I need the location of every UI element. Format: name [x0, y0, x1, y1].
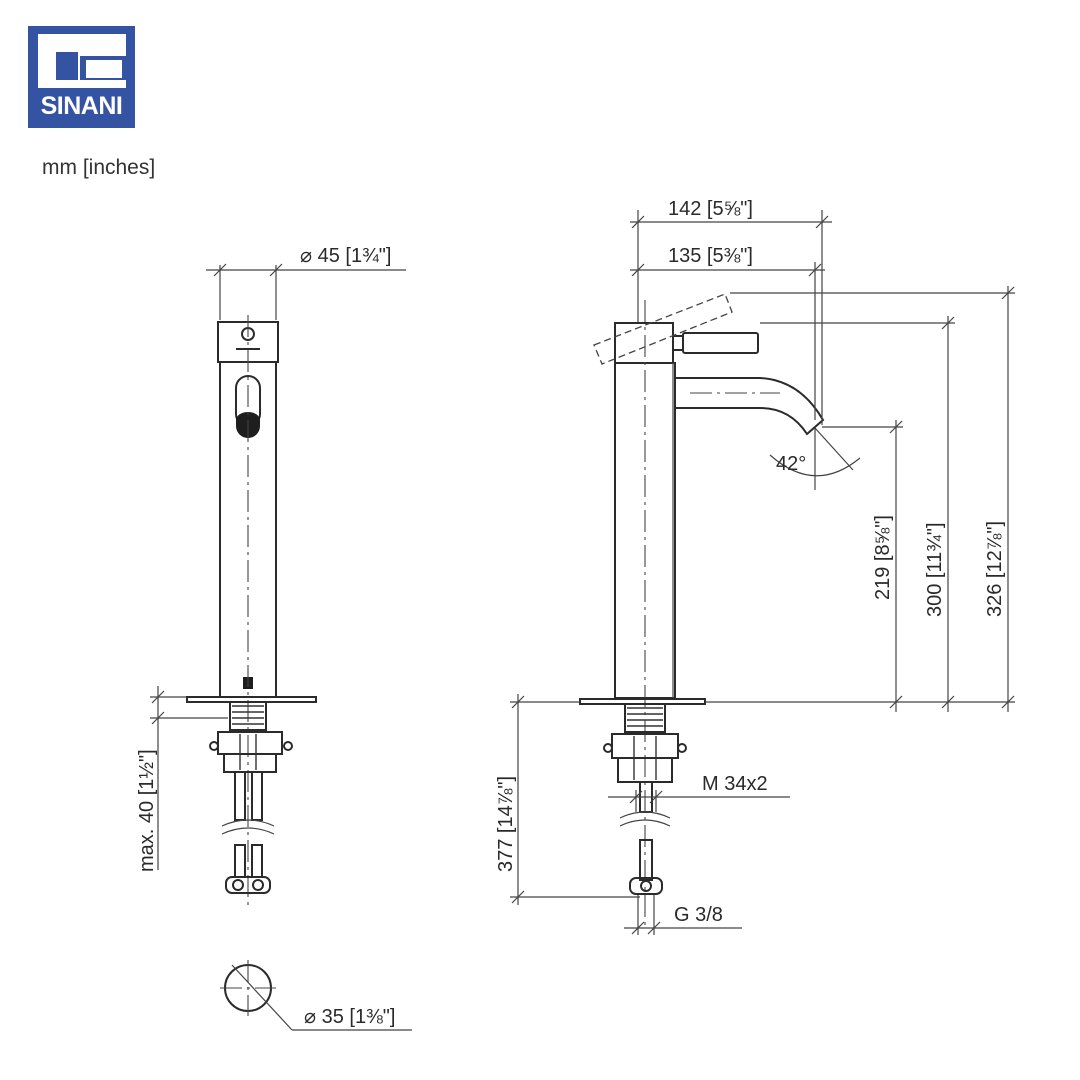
side-lever-raised	[593, 293, 733, 365]
front-hose-right	[251, 771, 263, 821]
dim-base-diameter: ⌀ 35 [1⅜"]	[304, 1006, 395, 1028]
side-lever-handle	[682, 332, 759, 354]
units-note: mm [inches]	[42, 156, 156, 179]
side-connector	[629, 877, 663, 895]
front-hose-left	[234, 771, 246, 821]
brand-logo	[28, 26, 135, 128]
dim-hose-length: 377 [14⅞"]	[495, 776, 517, 872]
dim-max-deck: max. 40 [1½"]	[136, 749, 158, 872]
side-lever-housing	[614, 322, 674, 364]
brand-name: SINANI	[40, 92, 123, 120]
side-view: 42° 142 [5⅝"] 135 [5⅜"]	[495, 198, 1015, 935]
dim-spout-height: 219 [8⅝"]	[872, 515, 894, 600]
dim-mounting-thread: M 34x2	[702, 773, 768, 795]
brand-logo-mark	[38, 34, 126, 88]
dim-total-reach: 142 [5⅝"]	[668, 198, 753, 220]
dim-total-height: 326 [12⅞"]	[984, 521, 1006, 617]
dim-front-diameter: ⌀ 45 [1¾"]	[300, 245, 391, 267]
side-spout	[675, 377, 825, 436]
dim-outlet-angle: 42°	[776, 453, 806, 475]
front-connector	[225, 876, 271, 894]
dim-body-height: 300 [11¾"]	[924, 522, 946, 617]
front-nut	[217, 731, 283, 755]
dim-spout-reach: 135 [5⅜"]	[668, 245, 753, 267]
dim-connection: G 3/8	[674, 904, 723, 926]
front-view: ⌀ 45 [1¾"] max. 40 [1½"] ⌀ 35 [1⅜"]	[136, 245, 412, 1031]
